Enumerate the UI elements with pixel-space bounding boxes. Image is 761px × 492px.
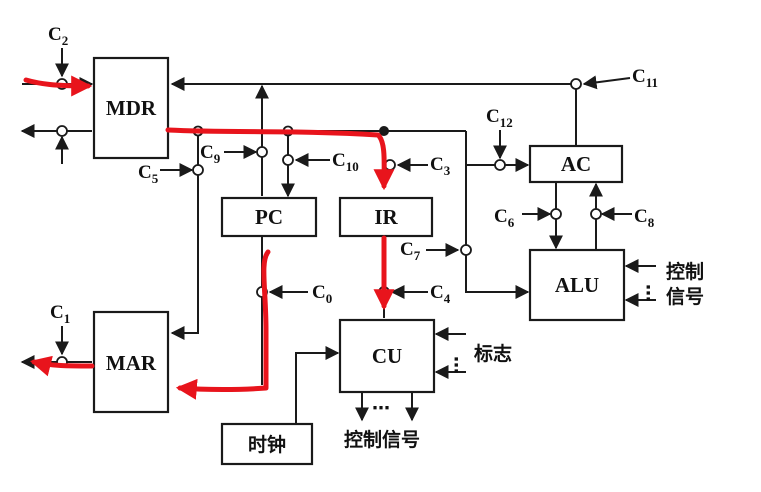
cu-ctrl-out-label: 控制信号 bbox=[344, 428, 420, 451]
label-c7: C7 bbox=[400, 239, 421, 263]
cu-flag-dots: ⋯ bbox=[445, 356, 466, 374]
pc-label: PC bbox=[255, 205, 283, 229]
label-c2: C2 bbox=[48, 24, 68, 48]
label-c6: C6 bbox=[494, 206, 515, 230]
mdr-label: MDR bbox=[106, 96, 157, 120]
label-c3: C3 bbox=[430, 154, 451, 178]
gate-c8 bbox=[590, 208, 602, 220]
junction-dot bbox=[379, 126, 389, 136]
cu-block bbox=[338, 318, 436, 394]
red-path-pc-to-mar bbox=[175, 249, 271, 400]
red-path-mar-out bbox=[29, 355, 95, 377]
pc-block bbox=[220, 196, 318, 238]
alu-ctrl-dots: ⋯ bbox=[637, 284, 658, 302]
alu-ctrl-label-2: 信号 bbox=[666, 285, 704, 308]
clock-label: 时钟 bbox=[248, 433, 286, 456]
c11-wire bbox=[582, 75, 631, 90]
cu-label: CU bbox=[372, 344, 402, 368]
label-c11: C11 bbox=[632, 66, 658, 90]
bus-to-mar-wire bbox=[170, 131, 199, 340]
label-c10: C10 bbox=[332, 150, 359, 174]
mar-label: MAR bbox=[106, 351, 157, 375]
gate-c11 bbox=[570, 78, 582, 90]
label-c12: C12 bbox=[486, 106, 513, 130]
alu-ctrl-label-1: 控制 bbox=[666, 260, 704, 283]
gate-c7 bbox=[460, 244, 472, 256]
ir-label: IR bbox=[374, 205, 398, 229]
label-c1: C1 bbox=[50, 302, 70, 326]
mdr-block bbox=[92, 56, 170, 160]
blocks: MDR MAR PC IR AC ALU CU 时钟 bbox=[92, 56, 626, 466]
alu-label: ALU bbox=[555, 273, 599, 297]
label-c5: C5 bbox=[138, 162, 159, 186]
label-c0: C0 bbox=[312, 282, 332, 306]
gate-mdr-out bbox=[56, 125, 68, 137]
gate-c5 bbox=[192, 164, 204, 176]
label-c4: C4 bbox=[430, 282, 451, 306]
alu-block bbox=[528, 248, 626, 322]
red-path-mem-to-mdr bbox=[23, 75, 93, 97]
ac-block bbox=[528, 144, 624, 184]
gate-c12 bbox=[494, 159, 506, 171]
bus-to-alu-wire bbox=[465, 131, 530, 299]
gate-c10 bbox=[282, 154, 294, 166]
label-c8: C8 bbox=[634, 206, 655, 230]
ac-label: AC bbox=[561, 152, 591, 176]
clock-to-cu-wire bbox=[295, 346, 340, 424]
control-labels: C2 C1 C11 C12 C3 C10 C9 C5 C7 C0 C4 C6 C… bbox=[48, 24, 658, 326]
cu-out-dots: ⋯ bbox=[372, 398, 390, 419]
clock-block bbox=[220, 422, 314, 466]
label-c9: C9 bbox=[200, 142, 221, 166]
mar-block bbox=[92, 310, 170, 414]
annotations: ⋯ 控制 信号 ⋯ 标志 ⋯ 控制信号 bbox=[344, 260, 704, 451]
ir-block bbox=[338, 196, 434, 238]
gate-c9 bbox=[256, 146, 268, 158]
highlight-paths bbox=[23, 75, 395, 400]
cu-flags-label: 标志 bbox=[474, 342, 512, 365]
gate-c6 bbox=[550, 208, 562, 220]
red-path-mdr-to-ir bbox=[165, 127, 395, 191]
